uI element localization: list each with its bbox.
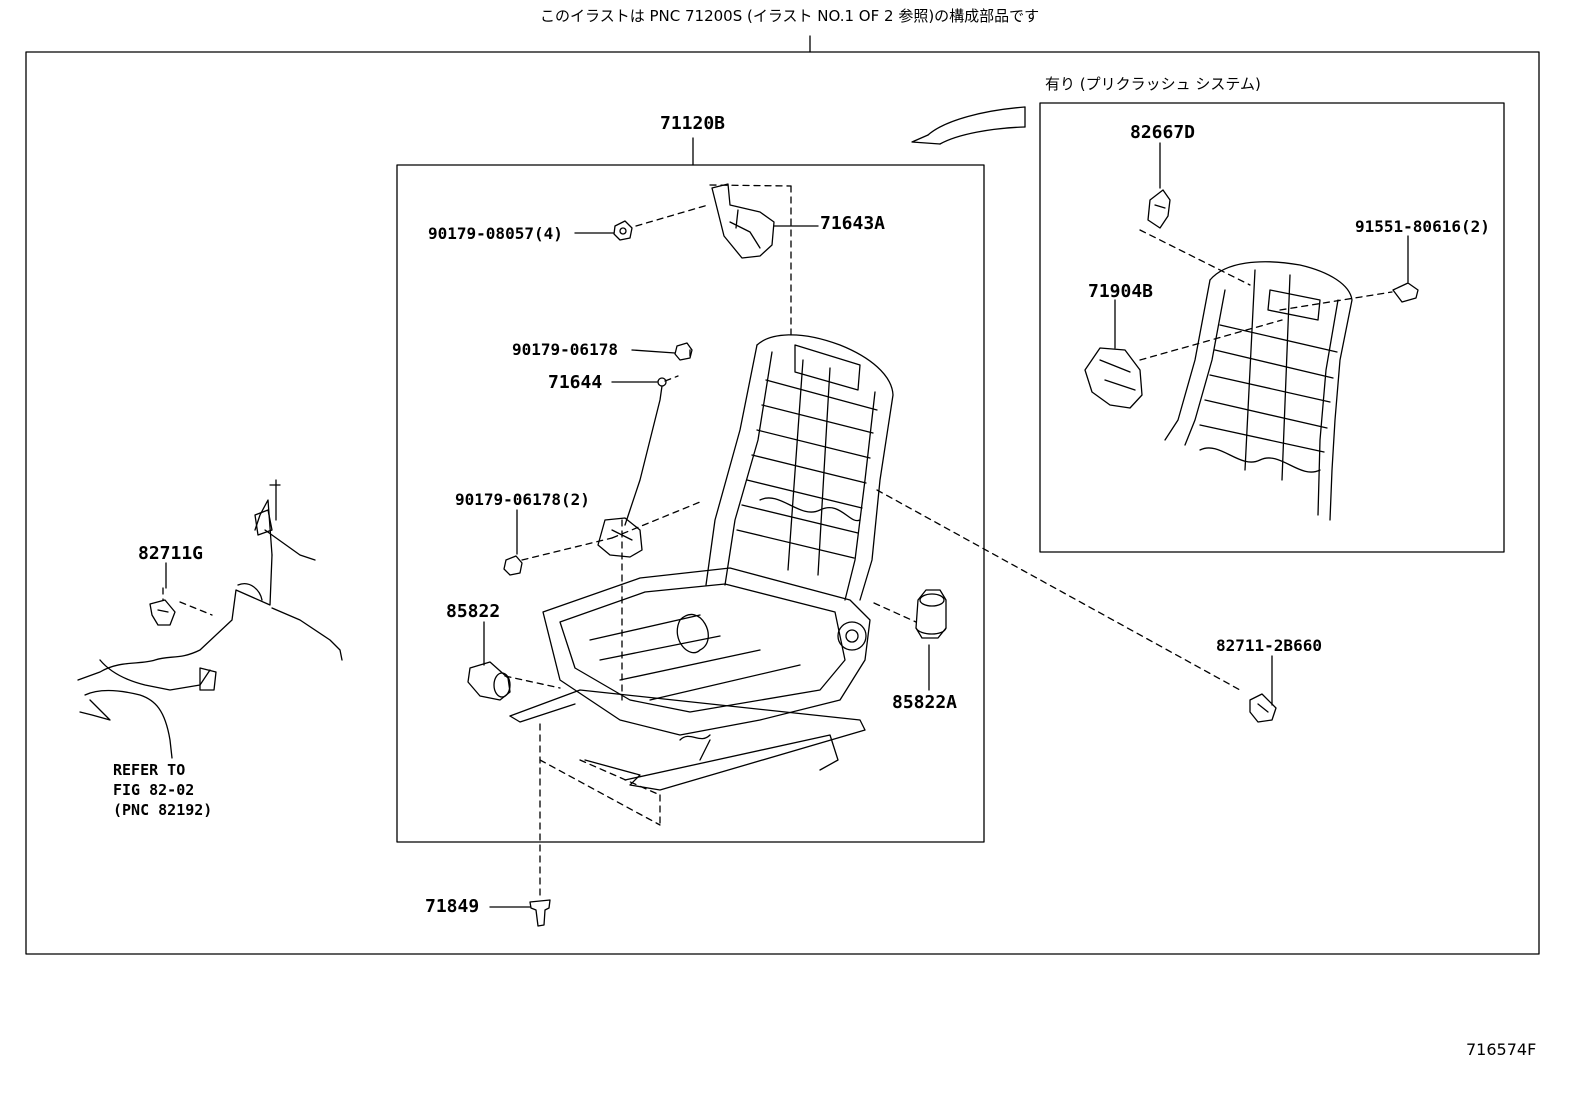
part-90179-08057[interactable]: 90179-08057(4) xyxy=(428,224,563,243)
nut-icon xyxy=(613,220,633,241)
refer-note: REFER TO FIG 82-02 (PNC 82192) xyxy=(113,760,212,820)
seat-assembly-box xyxy=(396,164,985,843)
harness-icon xyxy=(77,479,343,759)
header-note: このイラストは PNC 71200S (イラスト NO.1 OF 2 参照)の構… xyxy=(540,7,1040,25)
nut-icon xyxy=(503,555,523,576)
bracket-icon xyxy=(711,183,775,259)
refer-note-line1: REFER TO xyxy=(113,761,186,779)
seat-frame-icon xyxy=(1164,261,1353,521)
clip-icon xyxy=(149,599,176,626)
sensor-icon xyxy=(1147,189,1171,229)
bracket-icon xyxy=(1084,347,1143,409)
part-71644[interactable]: 71644 xyxy=(548,372,603,393)
part-90179-06178-b[interactable]: 90179-06178(2) xyxy=(455,490,590,509)
motor-icon xyxy=(915,589,947,639)
nut-icon xyxy=(674,342,693,361)
bolt-icon xyxy=(529,899,551,927)
refer-note-line2: FIG 82-02 xyxy=(113,781,195,799)
refer-note-line3: (PNC 82192) xyxy=(113,801,213,819)
part-85822A[interactable]: 85822A xyxy=(892,692,958,713)
arrow-icon xyxy=(911,106,1026,145)
part-82667D[interactable]: 82667D xyxy=(1130,122,1196,143)
seat-frame-icon xyxy=(509,334,894,791)
option-box-title: 有り (プリクラッシュ システム) xyxy=(1045,75,1261,93)
part-85822[interactable]: 85822 xyxy=(446,601,501,622)
part-82711G[interactable]: 82711G xyxy=(138,543,204,564)
option-box xyxy=(1039,102,1505,553)
part-71849[interactable]: 71849 xyxy=(425,896,480,917)
part-71643A[interactable]: 71643A xyxy=(820,213,886,234)
part-82711-2B660[interactable]: 82711-2B660 xyxy=(1216,636,1322,655)
cable-icon xyxy=(597,377,667,558)
part-71904B[interactable]: 71904B xyxy=(1088,281,1154,302)
part-90179-06178-a[interactable]: 90179-06178 xyxy=(512,340,618,359)
outer-frame xyxy=(25,51,1540,955)
clip-icon xyxy=(1249,693,1277,723)
part-71120B[interactable]: 71120B xyxy=(660,113,726,134)
figure-id: 716574F xyxy=(1466,1040,1537,1059)
bolt-icon xyxy=(1392,282,1419,303)
motor-icon xyxy=(467,661,511,701)
part-91551-80616[interactable]: 91551-80616(2) xyxy=(1355,217,1490,236)
